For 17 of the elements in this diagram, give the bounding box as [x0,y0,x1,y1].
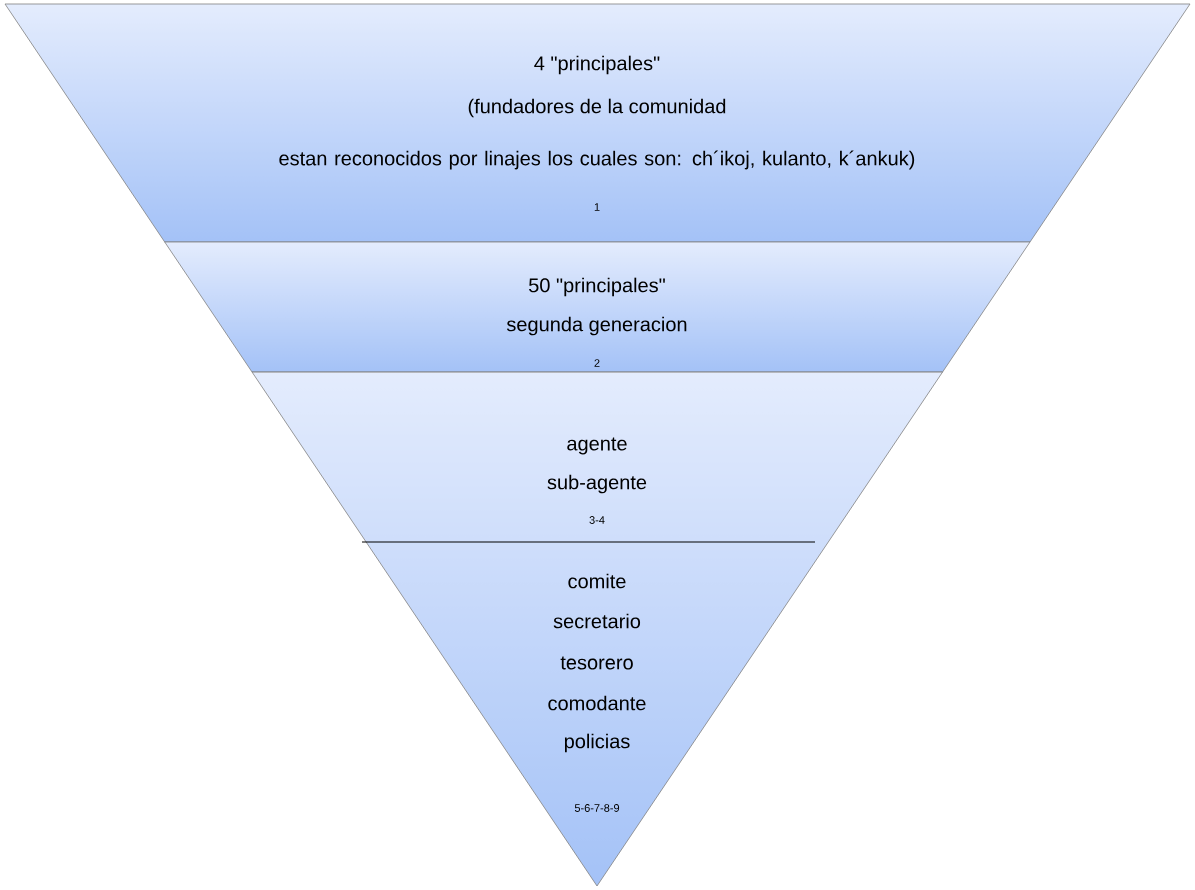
level-text: tesorero [560,656,633,670]
level-text: comite [568,573,626,589]
level-number: 3-4 [589,516,605,524]
level-text: segunda generacion [506,316,687,336]
level-text: secretario [553,613,641,629]
level-number: 2 [594,359,600,367]
level-text: comodante [548,695,646,711]
level-text: estan reconocidos por linajes los cuales son: ch´ikoj, kulanto, k´ankuk) [279,150,915,170]
level-text: 50 "principales" [529,277,665,297]
level-text: sub-agente [547,474,647,494]
level-text: policias [564,733,630,753]
level-number: 1 [594,203,600,211]
level-text: agente [567,437,627,455]
level-text: (fundadores de la comunidad [468,98,726,118]
level-number: 5-6-7-8-9 [574,804,620,812]
level-text: 4 "principales" [534,55,660,75]
pyramid-level [164,241,1031,373]
